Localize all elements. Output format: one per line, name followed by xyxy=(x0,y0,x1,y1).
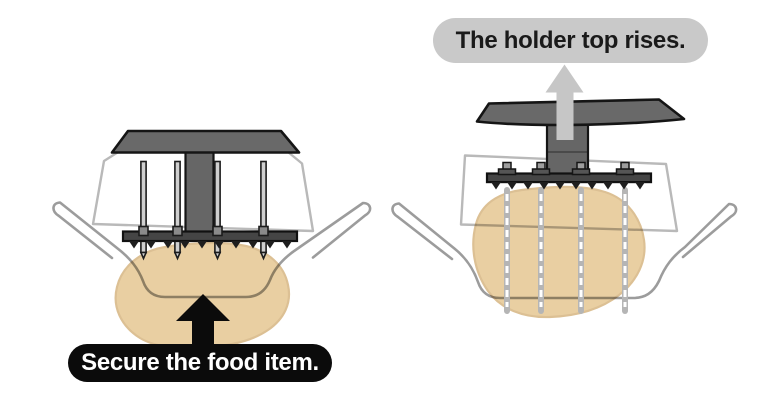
right-panel-illustration xyxy=(391,64,738,319)
bar-teeth xyxy=(129,241,292,249)
caption-secure-food: Secure the food item. xyxy=(68,344,332,382)
holder-bar xyxy=(485,172,653,184)
skewer-pins xyxy=(139,160,268,261)
bar-teeth xyxy=(491,182,645,190)
holder-stem xyxy=(184,148,215,235)
caption-holder-rises: The holder top rises. xyxy=(433,18,708,63)
embedded-skewer-pins xyxy=(504,187,628,314)
holder-top-plate xyxy=(475,98,686,127)
pin-heads xyxy=(497,161,635,176)
rise-up-arrow xyxy=(545,64,584,140)
holder-bar xyxy=(121,230,299,243)
food-item xyxy=(472,185,646,319)
holder-top-plate xyxy=(110,129,301,154)
pin-collars xyxy=(138,225,269,237)
left-panel-illustration xyxy=(52,129,372,378)
secure-up-arrow xyxy=(176,294,230,378)
